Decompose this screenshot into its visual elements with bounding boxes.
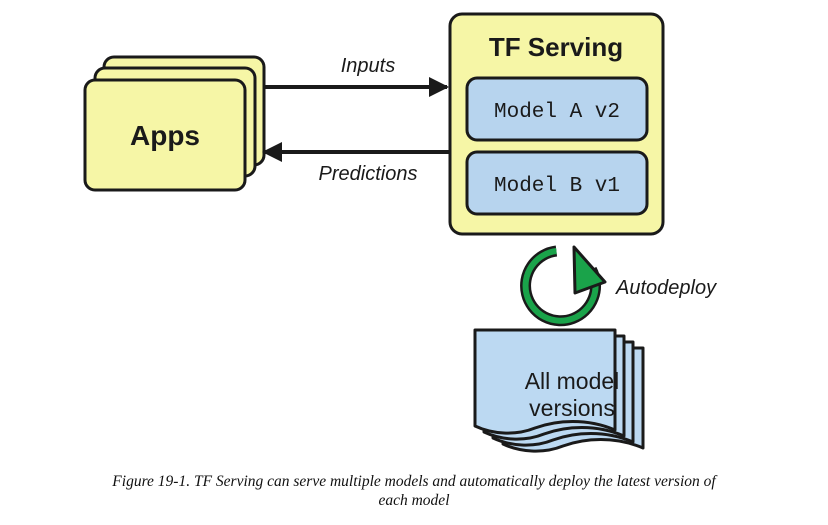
model-versions-stack: All model versions [473, 328, 645, 453]
autodeploy-group: Autodeploy [520, 245, 717, 327]
inputs-label: Inputs [341, 55, 395, 77]
model-b-label: Model B v1 [494, 175, 620, 198]
model-a-label: Model A v2 [494, 101, 620, 124]
autodeploy-label: Autodeploy [615, 277, 717, 299]
autodeploy-cycle-icon [522, 248, 599, 324]
model-b-box [465, 150, 649, 216]
versions-label-line2: versions [529, 395, 615, 421]
apps-label: Apps [130, 120, 200, 151]
autodeploy-arrowhead-icon [572, 245, 607, 295]
apps-card-front [83, 78, 247, 192]
caption-line-2: each model [378, 492, 450, 509]
apps-stack: Apps [83, 55, 266, 192]
tf-serving-box: TF Serving Model A v2 Model B v1 [448, 12, 665, 236]
predictions-arrow-group: Predictions [262, 142, 449, 185]
version-doc-front [473, 328, 617, 435]
predictions-label: Predictions [319, 163, 418, 185]
tf-serving-title: TF Serving [489, 32, 623, 62]
inputs-arrow-group: Inputs [264, 55, 449, 97]
caption-line-1: Figure 19-1. TF Serving can serve multip… [112, 473, 716, 490]
tf-serving-diagram: Apps Inputs Predictions TF Serving Model… [83, 12, 717, 453]
versions-label-line1: All model [525, 368, 620, 394]
model-a-box [465, 76, 649, 142]
figure-caption: Figure 19-1. TF Serving can serve multip… [60, 472, 768, 510]
